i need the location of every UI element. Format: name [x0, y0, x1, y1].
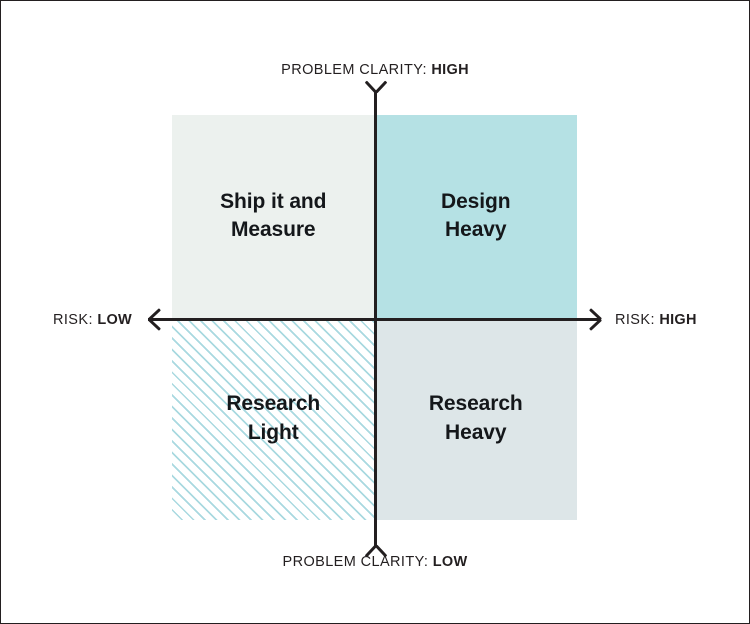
quadrant-label-bottom-right: Research Heavy [428, 392, 523, 444]
quadrant-research-light: Research Light [172, 317, 375, 520]
axis-label-right-value: HIGH [659, 312, 697, 328]
horizontal-axis-line [148, 318, 601, 321]
axis-label-problem-clarity-high: PROBLEM CLARITY: HIGH [1, 62, 749, 78]
axis-label-top-value: HIGH [431, 62, 469, 78]
quadrant-matrix: Ship it and Measure Design Heavy Researc… [172, 115, 577, 520]
axis-label-left-value: LOW [97, 312, 133, 328]
quadrant-label-top-left: Ship it and Measure [220, 189, 327, 242]
quadrant-label-bottom-left: Research Light [226, 392, 321, 444]
quadrant-label-top-right: Design Heavy [441, 189, 511, 242]
axis-label-bottom-text: PROBLEM CLARITY: [282, 554, 429, 570]
axis-label-risk-high: RISK: HIGH [615, 312, 697, 328]
axis-label-left-text: RISK: [53, 312, 93, 328]
quadrant-design-heavy: Design Heavy [374, 115, 577, 318]
axis-label-risk-low: RISK: LOW [53, 312, 132, 328]
diagonal-hatch-pattern [172, 317, 375, 520]
axis-label-right-text: RISK: [615, 312, 655, 328]
axis-label-top-text: PROBLEM CLARITY: [281, 62, 427, 78]
quadrant-ship-it-and-measure: Ship it and Measure [172, 115, 375, 318]
quadrant-research-heavy: Research Heavy [374, 317, 577, 520]
axis-label-bottom-value: LOW [432, 554, 468, 570]
axis-label-problem-clarity-low: PROBLEM CLARITY: LOW [1, 554, 749, 570]
